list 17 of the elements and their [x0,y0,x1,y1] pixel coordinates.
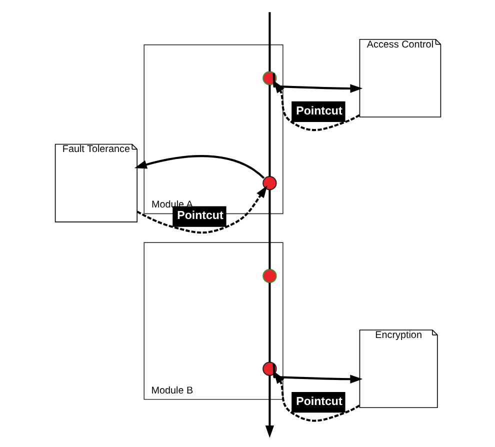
connector [268,190,270,270]
arrow [272,364,362,384]
node-circle [262,268,276,284]
connector [268,12,270,72]
connector [268,84,270,176]
arrow [273,80,360,132]
edge-label: Pointcut [296,105,342,118]
arrow [134,155,264,179]
node-circle [262,71,276,86]
arrow [264,375,274,438]
arrow [136,186,267,234]
arrow [273,371,360,422]
arrow [272,73,362,93]
edge-label: Pointcut [296,396,342,408]
node-circle [262,362,276,376]
connector [268,282,270,362]
node-circle [262,176,276,190]
